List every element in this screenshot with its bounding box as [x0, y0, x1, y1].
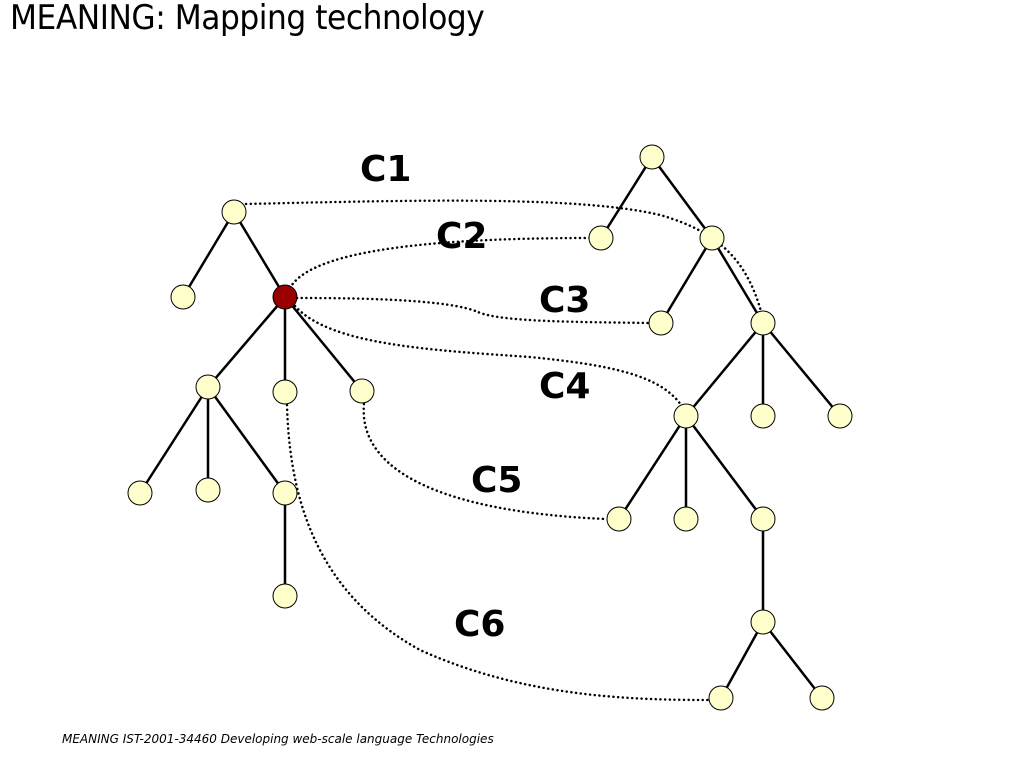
tree-edge	[684, 415, 765, 520]
mapping-link-c4	[293, 304, 683, 407]
left-tree-nodes	[127, 199, 375, 609]
tree-node	[606, 506, 632, 532]
tree-node	[673, 403, 699, 429]
tree-edge	[617, 415, 688, 520]
tree-edge	[284, 296, 363, 392]
right-tree-edges	[599, 156, 841, 699]
mapping-link-c1	[244, 199, 764, 317]
tree-node	[272, 583, 298, 609]
slide-footer: MEANING IST-2001-34460 Developing web-sc…	[62, 732, 494, 746]
tree-edge	[719, 621, 765, 699]
tree-node	[195, 477, 221, 503]
tree-node	[750, 609, 776, 635]
tree-node	[750, 310, 776, 336]
tree-node	[221, 199, 247, 225]
mapping-label-c2: C2	[436, 216, 487, 257]
tree-node	[639, 144, 665, 170]
tree-edge	[762, 621, 823, 699]
mapping-labels: C1 C2 C3 C4 C5 C6	[360, 149, 590, 645]
tree-node	[648, 310, 674, 336]
tree-node	[809, 685, 835, 711]
tree-node	[588, 225, 614, 251]
left-tree-edges	[138, 211, 363, 596]
right-tree-nodes	[588, 144, 853, 711]
mapping-link-c6	[285, 403, 710, 702]
mapping-label-c6: C6	[454, 604, 505, 645]
tree-node	[750, 403, 776, 429]
tree-edge	[181, 211, 236, 298]
tree-node	[673, 506, 699, 532]
tree-edge	[685, 322, 764, 417]
tree-edge	[138, 386, 210, 494]
tree-edge	[762, 322, 841, 417]
tree-edge	[599, 156, 654, 239]
tree-edge	[650, 156, 714, 239]
tree-node	[699, 225, 725, 251]
tree-edge	[232, 211, 287, 298]
mapping-link-c2	[288, 236, 592, 290]
tree-node	[827, 403, 853, 429]
tree-node	[272, 379, 298, 405]
mapping-label-c3: C3	[539, 280, 590, 321]
tree-node	[708, 685, 734, 711]
tree-node	[170, 284, 196, 310]
tree-node	[272, 480, 298, 506]
mapping-label-c5: C5	[471, 460, 522, 501]
tree-edge	[207, 296, 286, 388]
tree-node	[349, 378, 375, 404]
tree-node	[195, 374, 221, 400]
tree-edge	[710, 237, 765, 324]
highlighted-node	[272, 284, 298, 310]
mapping-label-c1: C1	[360, 149, 411, 190]
mapping-link-c5	[362, 402, 608, 521]
tree-node	[127, 480, 153, 506]
mapping-label-c4: C4	[539, 366, 590, 407]
tree-edge	[659, 237, 714, 324]
slide-title: MEANING: Mapping technology	[10, 0, 485, 38]
mapping-links	[244, 199, 764, 702]
tree-node	[750, 506, 776, 532]
tree-edge	[206, 386, 287, 494]
mapping-link-c3	[295, 296, 650, 325]
